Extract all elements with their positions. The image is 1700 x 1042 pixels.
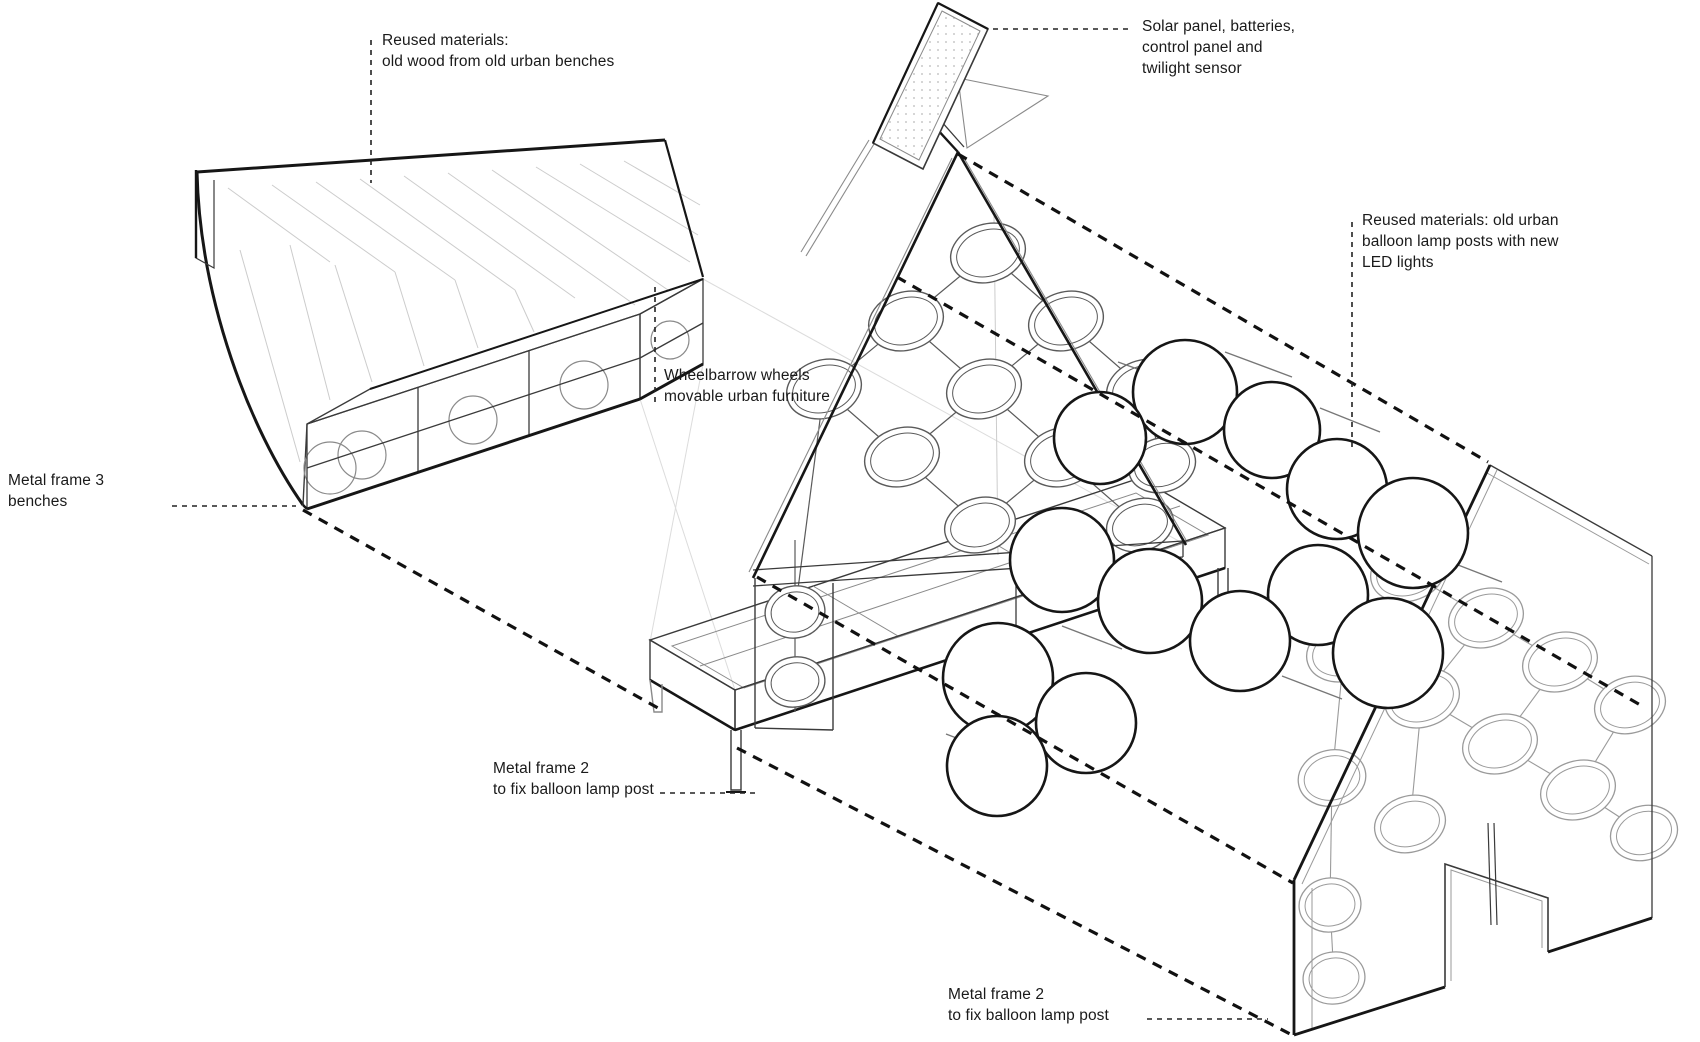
label-line: Wheelbarrow wheels [664, 367, 810, 384]
label-line: Metal frame 3 [8, 472, 105, 489]
label-metal-frame-2-mid: Metal frame 2 to fix balloon lamp post [493, 758, 654, 800]
label-line: control panel and [1142, 39, 1263, 56]
balloon-spheres [941, 338, 1470, 818]
label-line: old wood from old urban benches [382, 53, 615, 70]
label-line: balloon lamp posts with new [1362, 233, 1559, 250]
label-line: movable urban furniture [664, 388, 831, 405]
label-line: benches [8, 493, 68, 510]
leader-lines [172, 28, 1353, 1020]
central-frame-leg [754, 578, 834, 731]
label-line: Metal frame 2 [493, 760, 590, 777]
solar-panel [871, 1, 990, 171]
flag-plane [957, 77, 1050, 149]
label-line: Reused materials: [382, 32, 509, 49]
bench-frame [302, 277, 704, 511]
hatch-lines [227, 160, 701, 463]
label-line: LED lights [1362, 254, 1434, 271]
label-balloon-lamps: Reused materials: old urban balloon lamp… [1362, 210, 1559, 273]
label-wheelbarrow: Wheelbarrow wheels movable urban furnitu… [664, 365, 830, 407]
label-metal-frame-2-bottom: Metal frame 2 to fix balloon lamp post [948, 984, 1109, 1026]
bench-assembly [194, 138, 705, 511]
plate-edges [195, 138, 705, 506]
solar-panel-assembly [800, 1, 1050, 257]
label-metal-frame-3: Metal frame 3 benches [8, 470, 104, 512]
construction-lines [302, 152, 1643, 1038]
label-reused-wood: Reused materials: old wood from old urba… [382, 30, 614, 72]
wheelbarrow-wheels [303, 320, 690, 495]
label-solar-panel: Solar panel, batteries, control panel an… [1142, 16, 1295, 79]
label-line: to fix balloon lamp post [493, 781, 654, 798]
label-line: twilight sensor [1142, 60, 1242, 77]
balloon-cluster [941, 338, 1503, 818]
plate-tab [194, 170, 215, 270]
label-line: Solar panel, batteries, [1142, 18, 1296, 35]
right-lamp-frame [1292, 464, 1679, 1037]
label-line: to fix balloon lamp post [948, 1007, 1109, 1024]
label-line: Metal frame 2 [948, 986, 1045, 1003]
ghost-lines [639, 278, 1187, 691]
central-frame-edges [748, 151, 1188, 579]
roof-plate [194, 138, 705, 506]
label-line: Reused materials: old urban [1362, 212, 1559, 229]
